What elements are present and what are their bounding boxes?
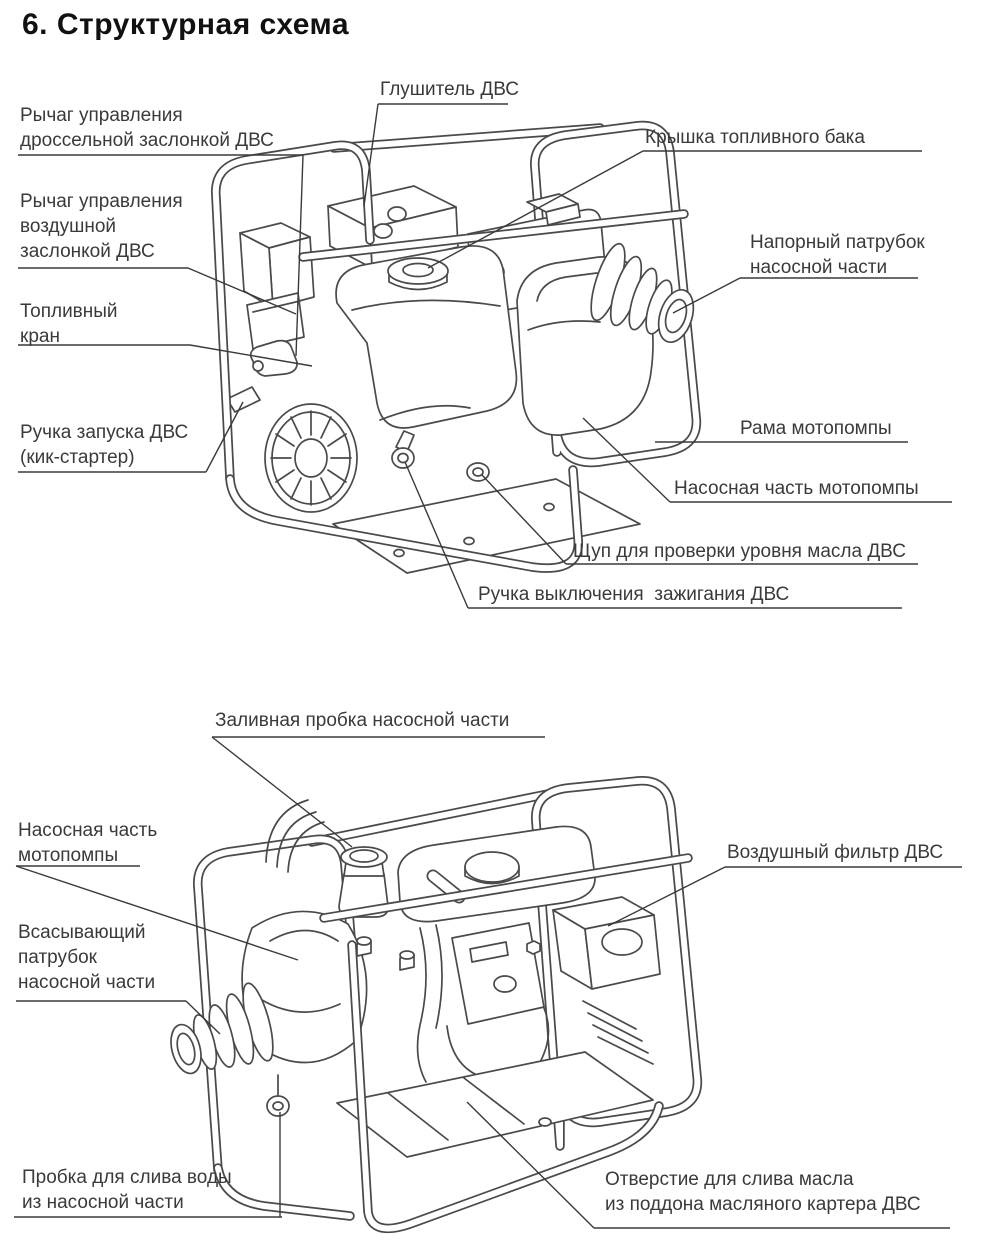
label-pump-section-2: Насосная часть мотопомпы <box>18 820 158 866</box>
label-suction-port: Всасывающий патрубок насосной части <box>18 922 156 993</box>
label-fuel-cock: Топливный кран <box>20 301 118 347</box>
page-title: 6. Структурная схема <box>22 8 350 41</box>
label-ignition-switch: Ручка выключения зажигания ДВС <box>478 584 790 605</box>
leader-lines <box>14 103 962 1229</box>
label-oil-dipstick: Щуп для проверки уровня масла ДВС <box>573 541 906 562</box>
top-diagram-drawing <box>211 120 702 574</box>
label-starter-handle: Ручка запуска ДВС (кик-стартер) <box>20 422 189 468</box>
label-throttle-lever: Рычаг управления дроссельной заслонкой Д… <box>20 105 274 151</box>
label-water-drain-plug: Пробка для слива воды из насосной части <box>22 1167 232 1213</box>
label-frame: Рама мотопомпы <box>740 418 892 439</box>
label-muffler: Глушитель ДВС <box>380 79 519 100</box>
label-oil-drain-hole: Отверстие для слива масла из поддона мас… <box>605 1169 921 1215</box>
label-discharge-port: Напорный патрубок насосной части <box>750 232 925 278</box>
label-priming-plug: Заливная пробка насосной части <box>215 710 510 731</box>
label-choke-lever: Рычаг управления воздушной заслонкой ДВС <box>20 191 183 262</box>
bottom-diagram-drawing <box>170 776 703 1234</box>
label-fuel-tank-cap: Крышка топливного бака <box>645 127 865 148</box>
starter-slots <box>270 410 352 506</box>
label-air-filter: Воздушный фильтр ДВС <box>727 842 944 863</box>
label-pump-section: Насосная часть мотопомпы <box>674 478 919 499</box>
